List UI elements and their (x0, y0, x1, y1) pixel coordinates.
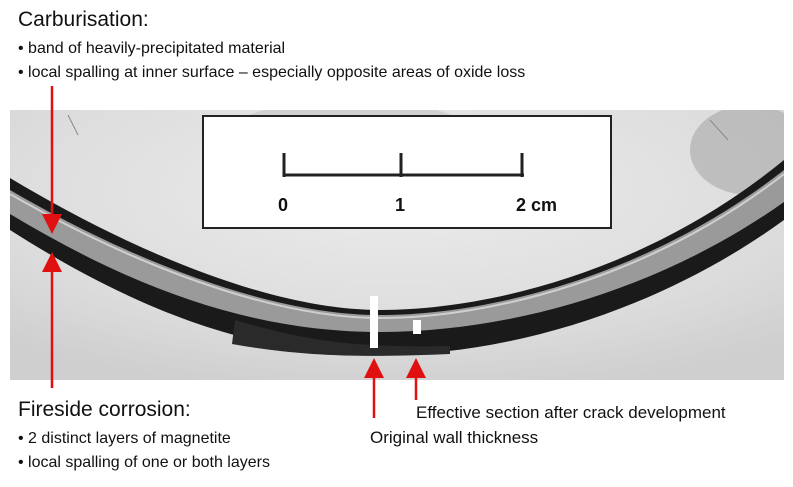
effective-section-marker (413, 320, 421, 334)
fireside-title: Fireside corrosion: (18, 398, 191, 421)
tube-wall-band (10, 170, 784, 332)
fireside-bullet-1: • 2 distinct layers of magnetite (18, 430, 231, 447)
original-wall-marker (370, 296, 378, 348)
original-wall-caption: Original wall thickness (370, 428, 539, 447)
carburisation-bullet-1: • band of heavily-precipitated material (18, 40, 286, 57)
scale-label-0: 0 (278, 195, 289, 215)
effective-section-caption: Effective section after crack developmen… (416, 403, 726, 422)
fireside-corrosion-layer (10, 160, 784, 355)
scale-label-2: 2 cm (516, 195, 558, 215)
scale-bar-box: 0 1 2 cm (202, 115, 612, 229)
carburisation-title: Carburisation: (18, 8, 149, 31)
fireside-bullet-2: • local spalling of one or both layers (18, 454, 270, 471)
scale-label-1: 1 (395, 195, 406, 215)
carburisation-bullet-2: • local spalling at inner surface – espe… (18, 64, 526, 81)
scale-bar (282, 153, 524, 177)
